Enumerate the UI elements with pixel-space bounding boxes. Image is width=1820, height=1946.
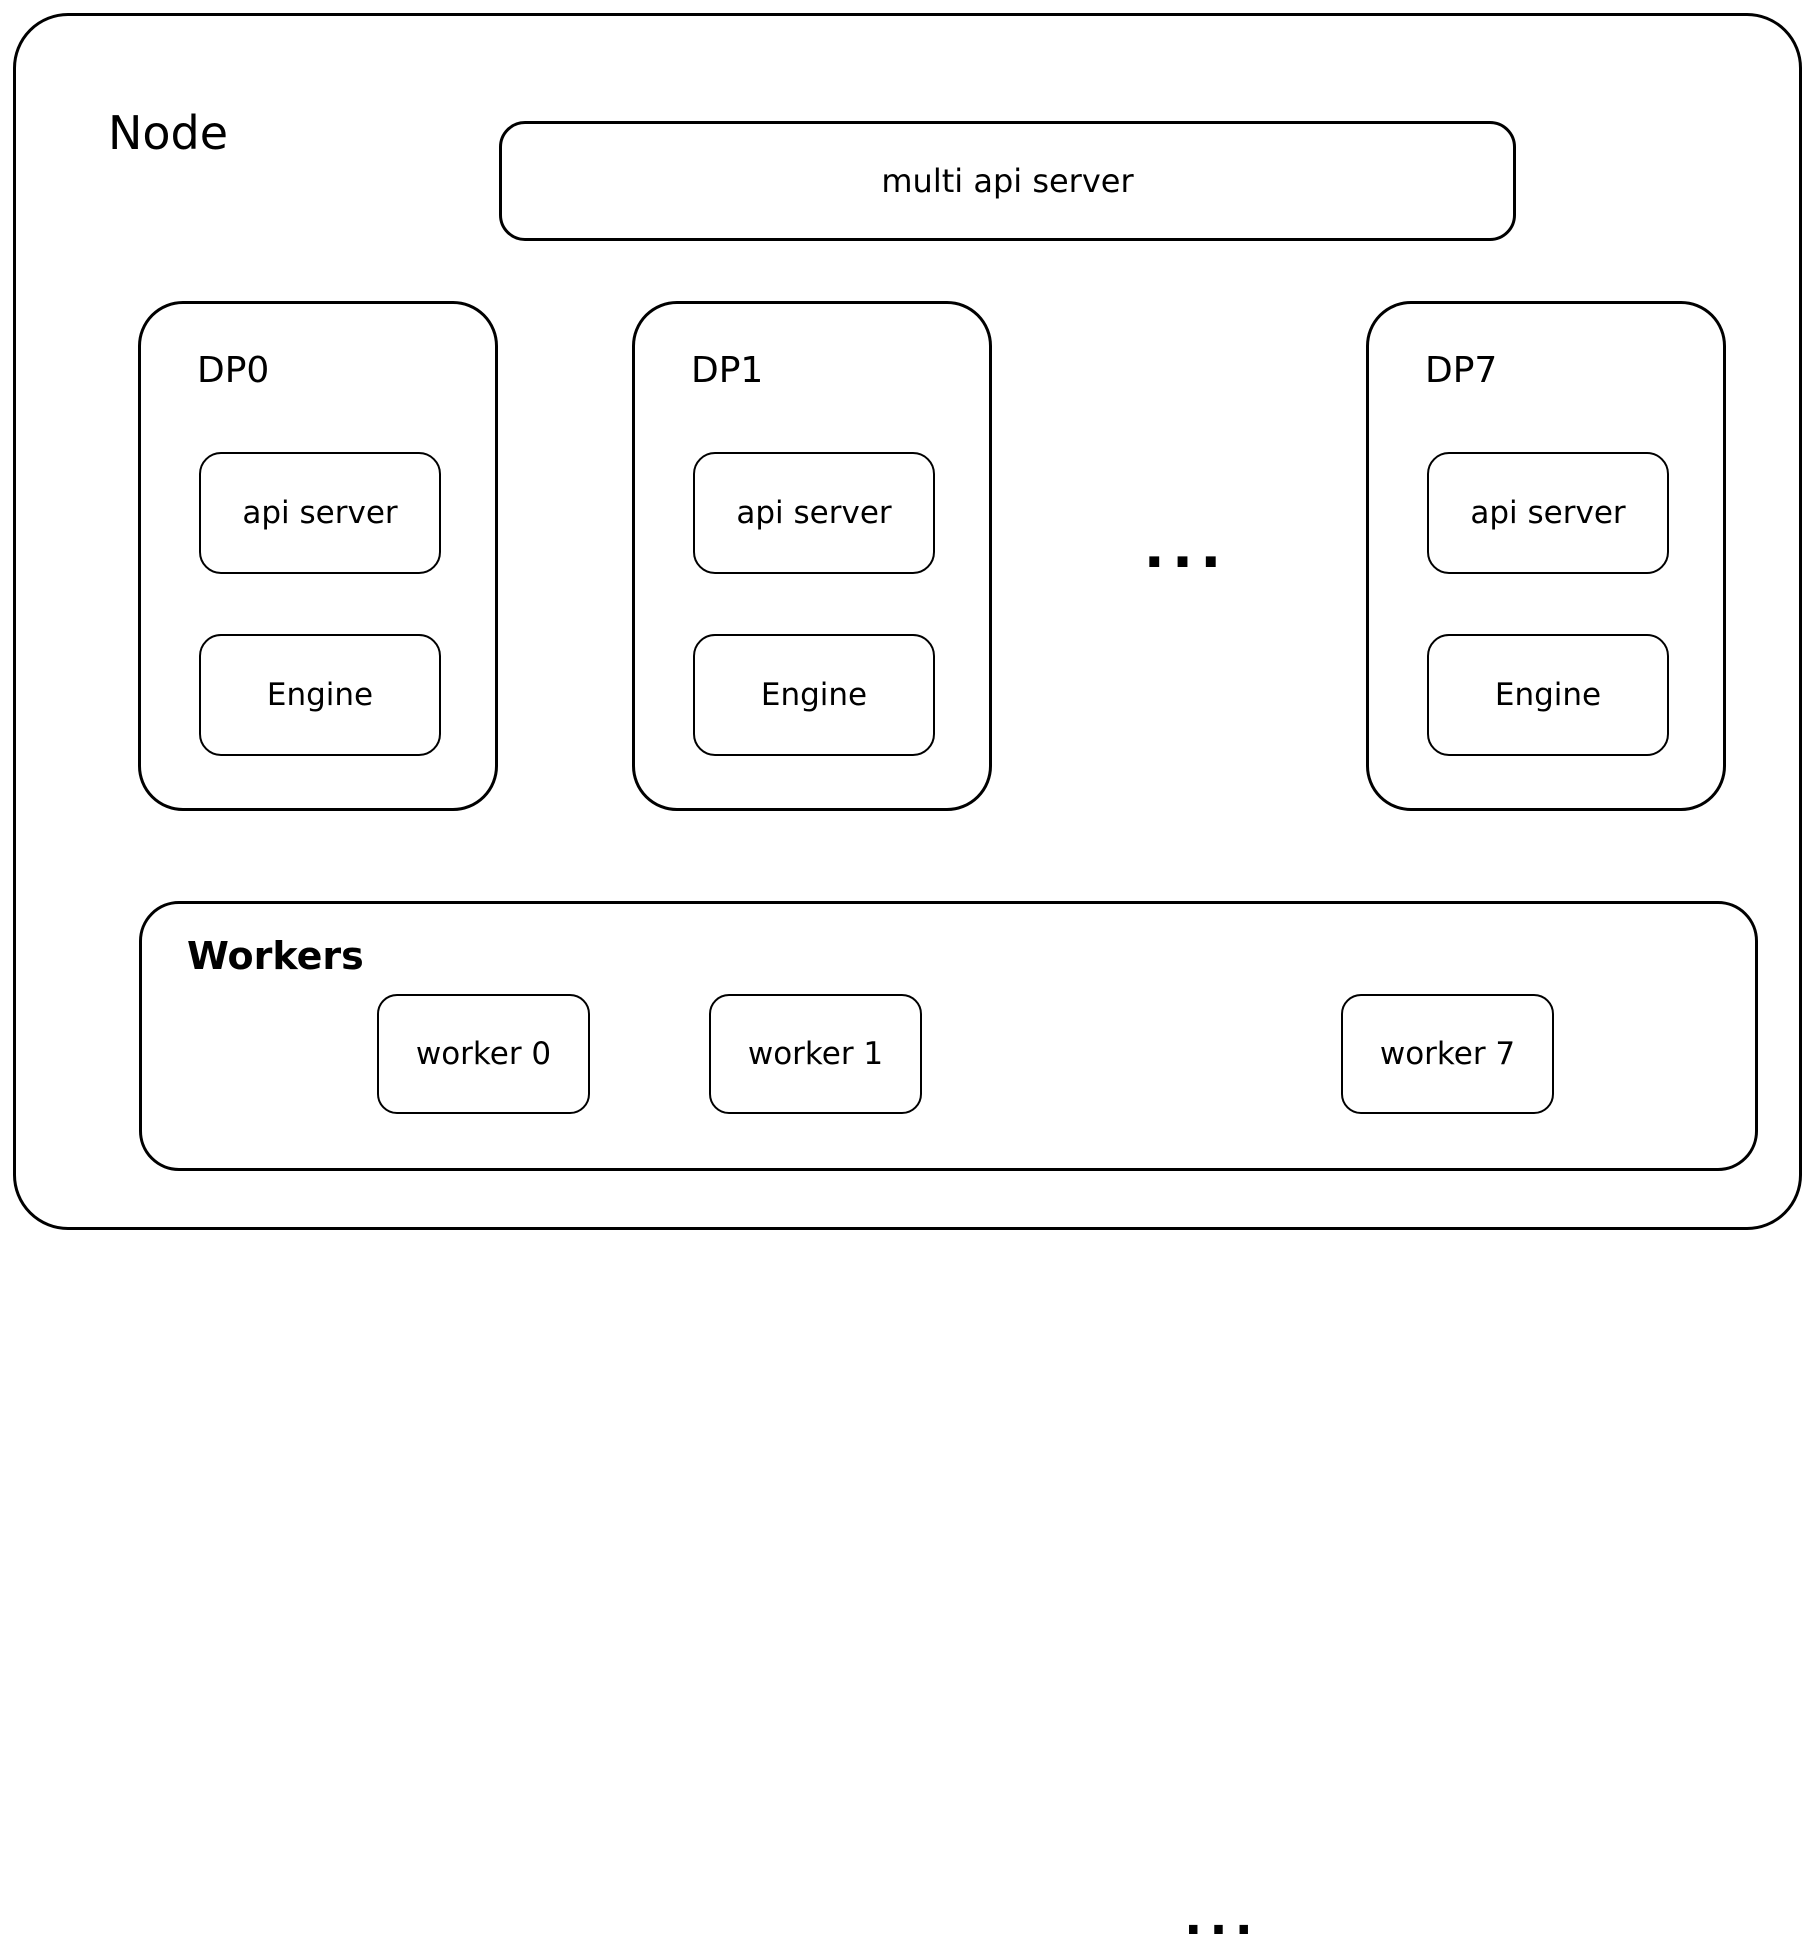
dp0-api-server-label: api server: [242, 495, 398, 531]
workers-box: Workers worker 0 worker 1 ... worker 7: [139, 901, 1758, 1942]
dp7-api-server-label: api server: [1470, 495, 1626, 531]
worker-0-label: worker 0: [415, 1036, 552, 1072]
worker-1-label: worker 1: [747, 1036, 884, 1072]
dp1-api-server-box: api server: [693, 452, 935, 574]
worker-7-label: worker 7: [1379, 1036, 1516, 1072]
worker-0-box: worker 0: [377, 994, 590, 1114]
dp1-box: DP1 api server Engine: [632, 301, 992, 811]
dp7-engine-label: Engine: [1494, 677, 1602, 713]
dp7-box: DP7 api server Engine: [1366, 301, 1726, 811]
dp7-engine-box: Engine: [1427, 634, 1669, 756]
multi-api-server-box: multi api server: [499, 121, 1516, 241]
dp-row-ellipsis: ...: [1143, 516, 1229, 581]
dp1-engine-box: Engine: [693, 634, 935, 756]
workers-label: Workers: [187, 934, 364, 978]
worker-1-box: worker 1: [709, 994, 922, 1114]
dp7-api-server-box: api server: [1427, 452, 1669, 574]
multi-api-server-label: multi api server: [881, 162, 1134, 200]
workers-row-ellipsis: ...: [1184, 1890, 1260, 1946]
worker-7-box: worker 7: [1341, 994, 1554, 1114]
dp0-engine-label: Engine: [266, 677, 374, 713]
dp0-label: DP0: [197, 350, 270, 391]
dp0-api-server-box: api server: [199, 452, 441, 574]
dp0-engine-box: Engine: [199, 634, 441, 756]
dp1-label: DP1: [691, 350, 764, 391]
node-box: Node multi api server DP0 api server Eng…: [13, 13, 1802, 1942]
dp1-engine-label: Engine: [760, 677, 868, 713]
dp1-api-server-label: api server: [736, 495, 892, 531]
dp7-label: DP7: [1425, 350, 1498, 391]
node-label: Node: [108, 106, 229, 160]
dp0-box: DP0 api server Engine: [138, 301, 498, 811]
